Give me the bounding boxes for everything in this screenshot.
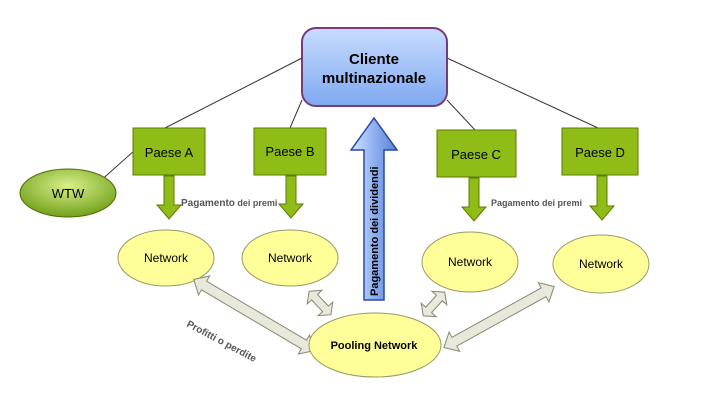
country-node-c[interactable]: Paese C: [436, 129, 517, 178]
premium-payment-label-left: Pagamento dei premi: [181, 198, 277, 209]
network-node-d[interactable]: Network: [552, 234, 650, 294]
country-node-b[interactable]: Paese B: [253, 127, 327, 176]
dividend-payment-label: Pagamento dei dividendi: [369, 166, 381, 296]
country-box-d: [561, 127, 639, 176]
country-label-a: Paese A: [145, 145, 194, 160]
wtw-oval: [19, 168, 117, 218]
connector-line-d: [446, 57, 599, 129]
double-arrow-d: [443, 281, 555, 353]
down-arrow-b: [277, 175, 305, 219]
wtw-node[interactable]: WTW: [19, 168, 117, 218]
country-label-d: Paese D: [575, 145, 625, 160]
connector-line-c: [446, 99, 476, 131]
client-connectors: [97, 57, 599, 184]
down-arrow-c: [460, 177, 488, 222]
network-label-b: Network: [268, 251, 313, 265]
country-label-b: Paese B: [265, 144, 314, 159]
network-oval-a: [117, 229, 215, 287]
down-arrow-a: [155, 175, 183, 220]
dividend-arrow-shape: [349, 116, 399, 301]
premium-payment-bold: Pagamento: [181, 198, 235, 209]
client-node[interactable]: Cliente multinazionale: [301, 27, 448, 107]
premium-arrows: [155, 175, 616, 222]
wtw-label: WTW: [52, 186, 85, 201]
network-oval-b: [241, 229, 339, 287]
pooling-network-node[interactable]: Pooling Network: [308, 312, 442, 378]
premium-payment-label-right: Pagamento dei premi: [491, 198, 582, 208]
country-box-b: [253, 127, 327, 176]
country-label-c: Paese C: [451, 147, 501, 162]
profit-loss-label: Profitti o perdite: [185, 319, 259, 365]
connector-line-b: [289, 99, 303, 129]
network-label-a: Network: [144, 251, 189, 265]
pool-double-arrows: [193, 275, 555, 355]
network-oval-d: [552, 234, 650, 294]
client-label-line2: multinazionale: [322, 70, 426, 87]
client-box: [301, 27, 448, 107]
pooling-label: Pooling Network: [331, 340, 419, 352]
network-label-c: Network: [448, 255, 493, 269]
network-oval-c: [421, 231, 519, 293]
network-node-c[interactable]: Network: [421, 231, 519, 293]
country-box-c: [436, 129, 517, 178]
client-label-line1: Cliente: [349, 51, 399, 68]
country-node-d[interactable]: Paese D: [561, 127, 639, 176]
country-box-a: [132, 127, 206, 176]
country-node-a[interactable]: Paese A: [132, 127, 206, 176]
premium-payment-rest: dei premi: [235, 198, 278, 208]
pooling-word-1: Pooling: [331, 340, 371, 352]
connector-line-a: [164, 57, 303, 129]
network-label-d: Network: [579, 257, 624, 271]
network-node-b[interactable]: Network: [241, 229, 339, 287]
dividend-arrow: Pagamento dei dividendi: [349, 116, 399, 301]
down-arrow-d: [588, 175, 616, 221]
pooling-word-2: Network: [374, 340, 418, 352]
network-node-a[interactable]: Network: [117, 229, 215, 287]
pooling-network-oval: [308, 312, 442, 378]
double-arrow-c: [420, 290, 448, 318]
double-arrow-b: [306, 289, 334, 317]
